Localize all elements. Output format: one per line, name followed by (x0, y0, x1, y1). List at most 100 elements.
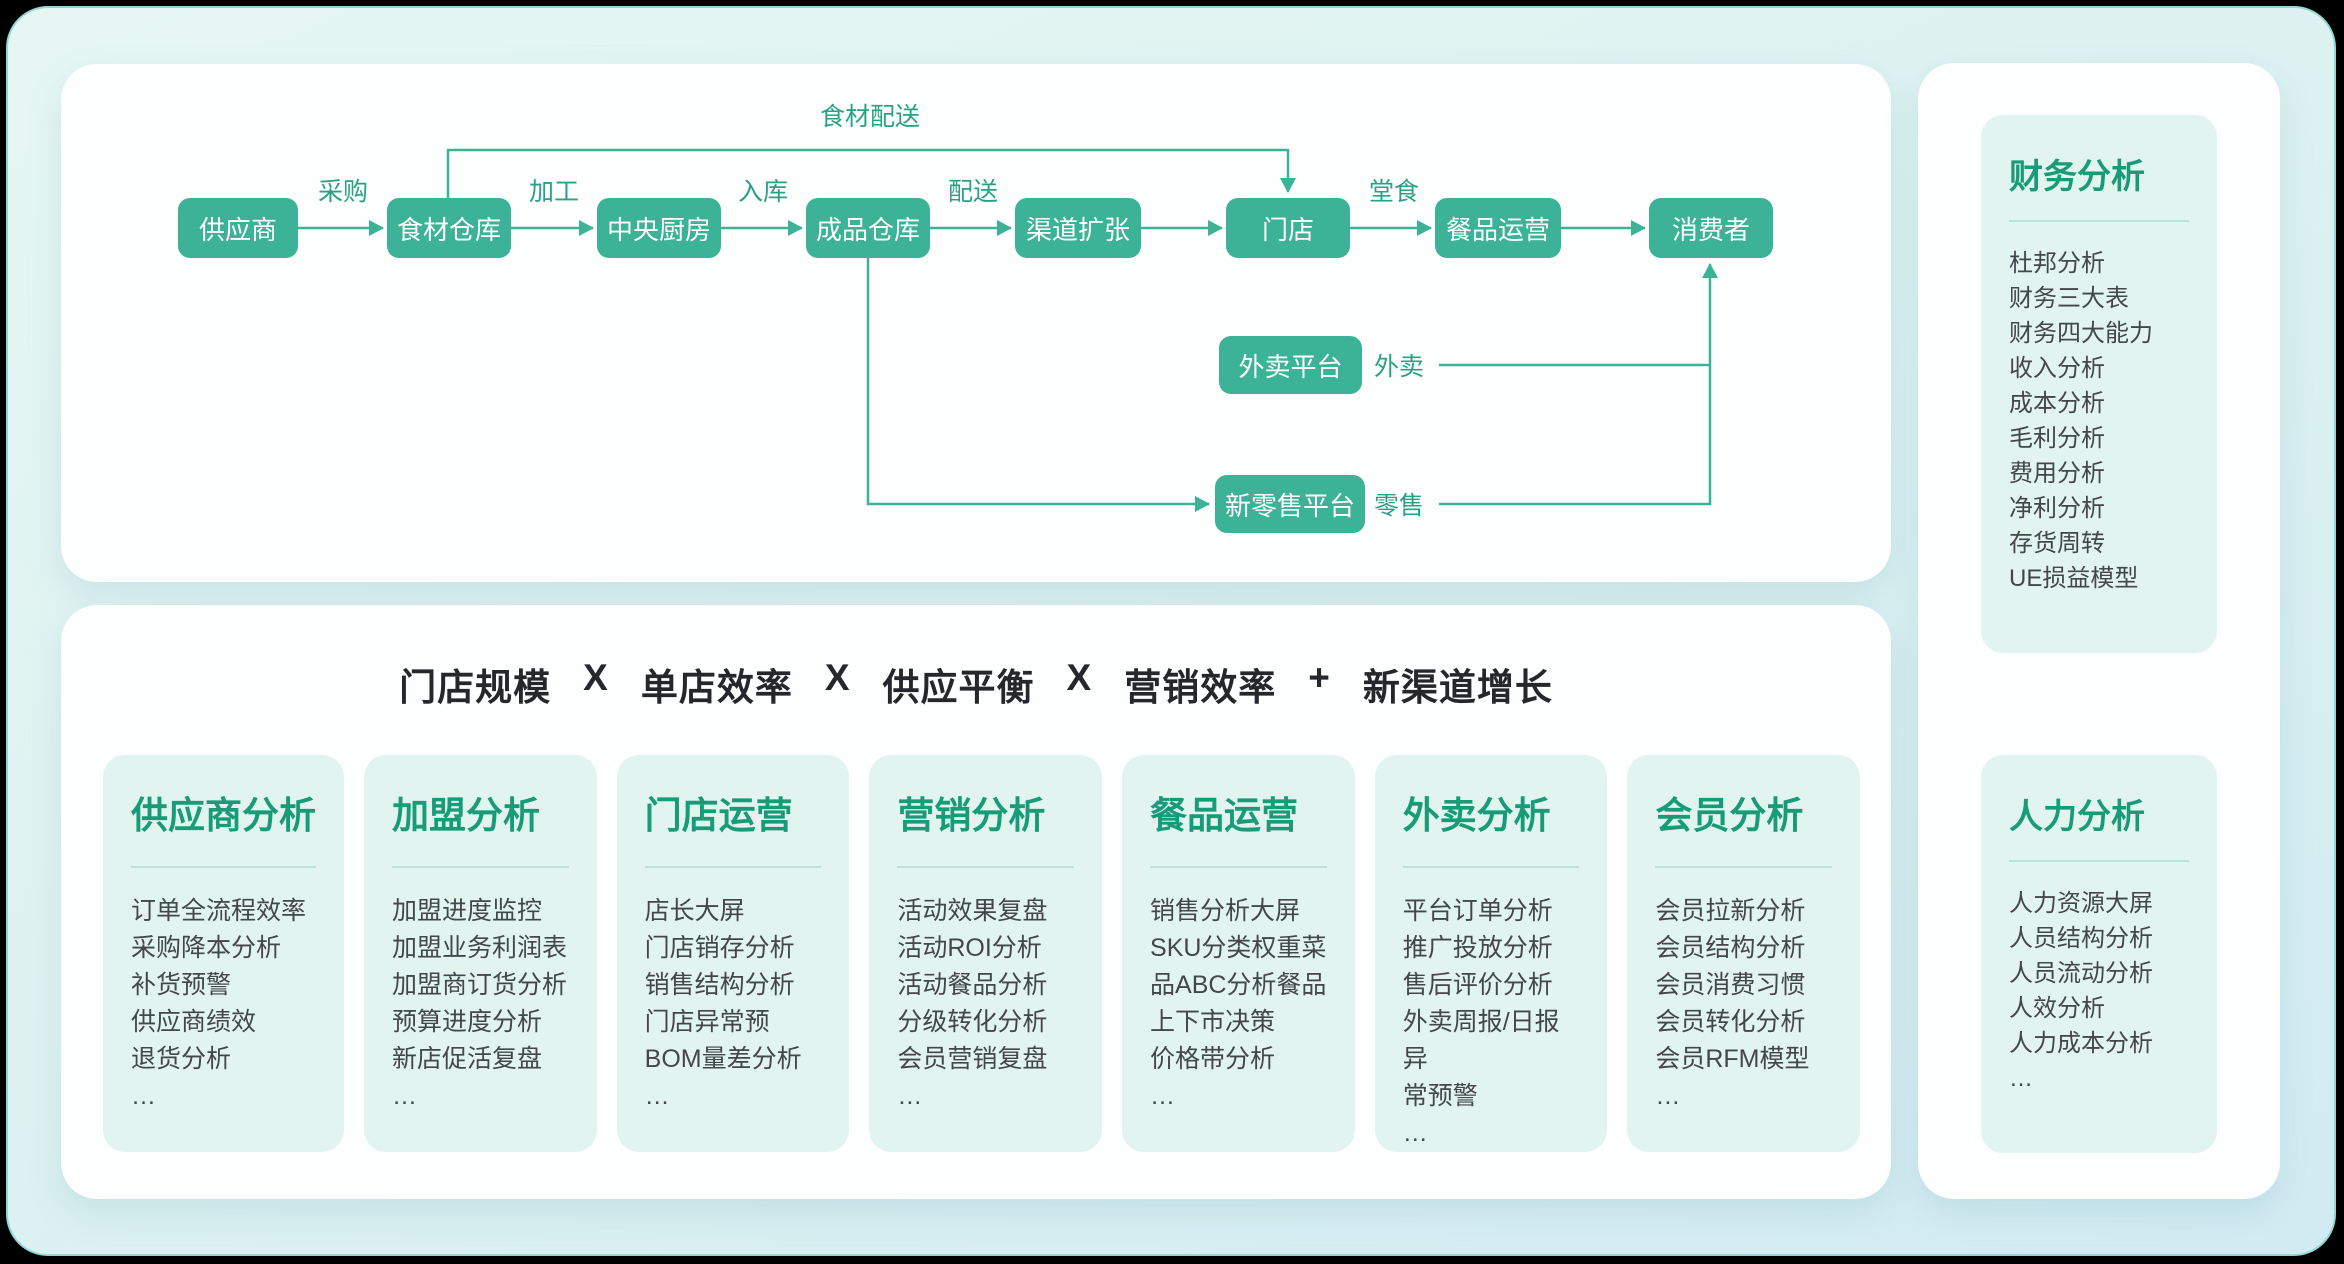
card-divider (131, 866, 316, 868)
card-item: SKU分类权重菜 (1150, 934, 1327, 962)
supply-chain-flow-panel: 供应商 食材仓库 中央厨房 成品仓库 渠道扩张 门店 餐品运营 消费者 外卖平台… (61, 64, 1891, 582)
formula-term: 新渠道增长 (1362, 667, 1553, 708)
formula-term: 单店效率 (640, 667, 793, 708)
card-item: 人员流动分析 (2009, 960, 2153, 987)
card-item: 费用分析 (2009, 460, 2105, 487)
card-item: 供应商绩效 (131, 1008, 257, 1036)
card-item: 分级转化分析 (897, 1008, 1048, 1036)
card-divider (644, 866, 822, 868)
formula-term: 门店规模 (399, 667, 552, 708)
formula-operator: X (583, 657, 609, 698)
card-item-ellipsis: … (1402, 1119, 1428, 1147)
edge-label-takeout: 外卖 (1373, 353, 1425, 381)
card-item: 杜邦分析 (2009, 250, 2105, 277)
card-item: 人力成本分析 (2009, 1030, 2153, 1057)
card-title: 营销分析 (897, 795, 1046, 836)
flow-node-finished-goods-warehouse: 成品仓库 (806, 198, 930, 258)
flow-node-supplier: 供应商 (178, 198, 298, 258)
flow-node-food-operations: 餐品运营 (1435, 198, 1561, 258)
card-item: 推广投放分析 (1402, 934, 1553, 962)
card-item: 活动餐品分析 (897, 971, 1048, 999)
card-food-operations: 餐品运营 销售分析大屏 SKU分类权重菜 品ABC分析餐品 上下市决策 价格带分… (1122, 755, 1355, 1152)
analysis-cards-row: 供应商分析 订单全流程效率 采购降本分析 补货预警 供应商绩效 退货分析 … 加… (103, 755, 1861, 1152)
card-item: 收入分析 (2009, 355, 2105, 382)
edge-retail-up-line (1439, 263, 1718, 506)
flow-node-takeout-platform: 外卖平台 (1219, 336, 1362, 394)
growth-formula: 门店规模 X 单店效率 X 供应平衡 X 营销效率 + 新渠道增长 (61, 657, 1891, 711)
card-item-list: 订单全流程效率 采购降本分析 补货预警 供应商绩效 退货分析 … (131, 893, 316, 1115)
card-item-list: 销售分析大屏 SKU分类权重菜 品ABC分析餐品 上下市决策 价格带分析 … (1150, 893, 1327, 1115)
card-item: 存货周转 (2009, 530, 2105, 557)
edge-ingredient-delivery-line (446, 148, 1296, 198)
card-item: 售后评价分析 (1402, 971, 1553, 999)
flow-node-central-kitchen: 中央厨房 (597, 198, 721, 258)
card-item: 会员消费习惯 (1655, 971, 1806, 999)
edge-label-dine-in: 堂食 (1368, 178, 1420, 206)
card-item-ellipsis: … (897, 1082, 923, 1110)
flow-node-store: 门店 (1226, 198, 1350, 258)
flow-node-new-retail-platform: 新零售平台 (1215, 475, 1365, 533)
card-item-list: 杜邦分析 财务三大表 财务四大能力 收入分析 成本分析 毛利分析 费用分析 净利… (2009, 246, 2189, 596)
side-panel: 财务分析 杜邦分析 财务三大表 财务四大能力 收入分析 成本分析 毛利分析 费用… (1918, 63, 2280, 1199)
formula-term: 供应平衡 (882, 667, 1035, 708)
card-title: 外卖分析 (1402, 795, 1551, 836)
formula-term: 营销效率 (1124, 667, 1277, 708)
card-item: 会员RFM模型 (1655, 1045, 1810, 1073)
card-item: 外卖周报/日报异 (1402, 1008, 1560, 1073)
card-divider (2009, 860, 2189, 862)
card-divider (897, 866, 1075, 868)
card-item-ellipsis: … (1150, 1082, 1176, 1110)
edge-label-retail: 零售 (1373, 492, 1425, 520)
card-item: UE损益模型 (2009, 565, 2139, 592)
card-item: 退货分析 (131, 1045, 232, 1073)
card-item: 平台订单分析 (1402, 897, 1553, 925)
card-item: 会员营销复盘 (897, 1045, 1048, 1073)
card-item: 净利分析 (2009, 495, 2105, 522)
card-divider (1402, 866, 1580, 868)
card-title: 加盟分析 (392, 795, 540, 836)
card-takeout-analysis: 外卖分析 平台订单分析 推广投放分析 售后评价分析 外卖周报/日报异 常预警 … (1374, 755, 1608, 1152)
card-item: 店长大屏 (644, 897, 745, 925)
card-title: 餐品运营 (1150, 795, 1299, 836)
card-item: 上下市决策 (1150, 1008, 1276, 1036)
card-item-list: 人力资源大屏 人员结构分析 人员流动分析 人效分析 人力成本分析 … (2009, 886, 2189, 1096)
card-item: 加盟业务利润表 (392, 934, 568, 962)
card-item-list: 加盟进度监控 加盟业务利润表 加盟商订货分析 预算进度分析 新店促活复盘 … (392, 893, 569, 1115)
card-item: 常预警 (1402, 1082, 1478, 1110)
flow-node-channel-expansion: 渠道扩张 (1015, 198, 1141, 258)
card-store-operations: 门店运营 店长大屏 门店销存分析 销售结构分析 门店异常预 BOM量差分析 … (616, 755, 850, 1152)
formula-operator: X (824, 657, 851, 698)
card-item: 销售结构分析 (644, 971, 795, 999)
edge-label-inbound: 入库 (737, 178, 789, 206)
card-item: 活动ROI分析 (897, 934, 1042, 962)
card-item: 销售分析大屏 (1150, 897, 1301, 925)
card-item: BOM量差分析 (644, 1045, 802, 1073)
analysis-panel: 门店规模 X 单店效率 X 供应平衡 X 营销效率 + 新渠道增长 供应商分析 … (61, 605, 1891, 1199)
card-item: 会员转化分析 (1655, 1008, 1806, 1036)
card-item: 价格带分析 (1150, 1045, 1276, 1073)
card-item: 人力资源大屏 (2009, 890, 2153, 917)
card-supplier-analysis: 供应商分析 订单全流程效率 采购降本分析 补货预警 供应商绩效 退货分析 … (103, 755, 344, 1152)
card-title: 会员分析 (1655, 795, 1804, 836)
card-item: 订单全流程效率 (131, 897, 307, 925)
card-item: 加盟商订货分析 (392, 971, 568, 999)
card-title: 人力分析 (2009, 798, 2145, 836)
card-item: 人员结构分析 (2009, 925, 2153, 952)
edge-label-processing: 加工 (528, 178, 580, 206)
edge-label-delivery: 配送 (947, 178, 999, 206)
flow-node-ingredient-warehouse: 食材仓库 (387, 198, 511, 258)
card-item: 门店异常预 (644, 1008, 770, 1036)
card-item: 预算进度分析 (392, 1008, 543, 1036)
card-finance-analysis: 财务分析 杜邦分析 财务三大表 财务四大能力 收入分析 成本分析 毛利分析 费用… (1981, 115, 2217, 653)
formula-operator: X (1066, 657, 1093, 698)
edge-label-purchase: 采购 (317, 178, 369, 206)
card-divider (1655, 866, 1833, 868)
card-item: 会员拉新分析 (1655, 897, 1806, 925)
card-item: 门店销存分析 (644, 934, 795, 962)
card-divider (1150, 866, 1327, 868)
card-item: 采购降本分析 (131, 934, 282, 962)
card-item-list: 会员拉新分析 会员结构分析 会员消费习惯 会员转化分析 会员RFM模型 … (1655, 893, 1832, 1115)
card-item: 财务三大表 (2009, 285, 2129, 312)
card-title: 供应商分析 (131, 795, 316, 836)
